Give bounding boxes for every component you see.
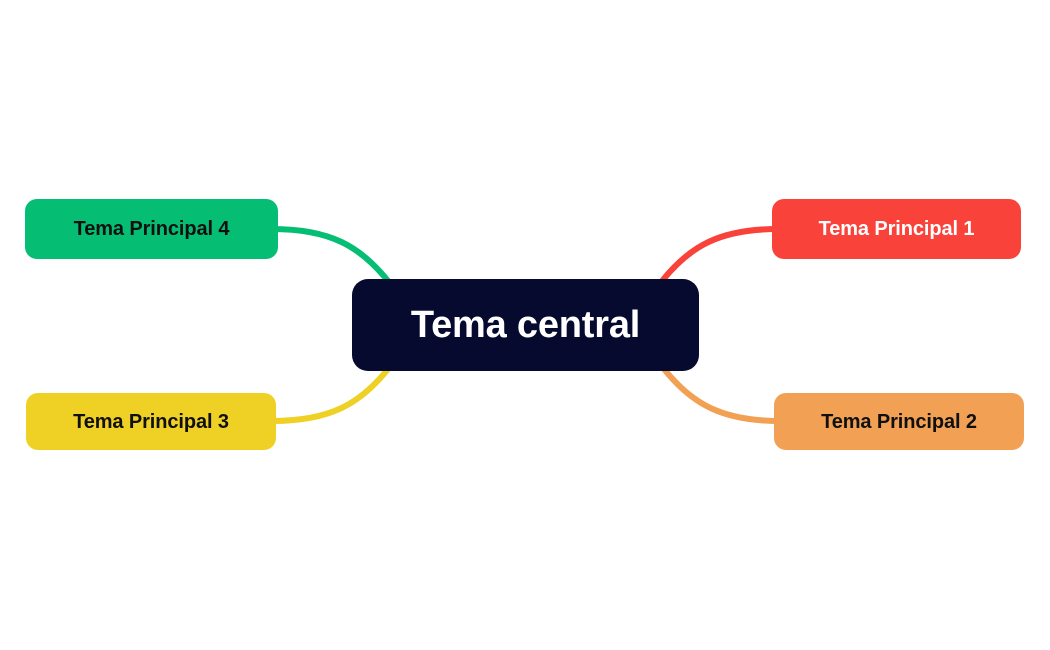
branch-node-topic-4-label: Tema Principal 4 (73, 218, 230, 240)
branch-node-topic-2-label: Tema Principal 2 (821, 410, 977, 433)
branch-node-topic-3-label: Tema Principal 3 (73, 410, 229, 433)
connector-topic-4 (269, 226, 391, 284)
connector-topic-1 (659, 226, 781, 284)
connector-topic-3 (269, 366, 391, 424)
branch-node-topic-3[interactable]: Tema Principal 3 (26, 393, 276, 450)
central-node[interactable]: Tema central (352, 279, 699, 371)
central-node-label: Tema central (410, 304, 641, 346)
connector-topic-2 (661, 366, 783, 424)
branch-node-topic-1-label: Tema Principal 1 (818, 218, 975, 240)
branch-node-topic-1[interactable]: Tema Principal 1 (772, 199, 1021, 259)
branch-node-topic-4[interactable]: Tema Principal 4 (25, 199, 278, 259)
branch-node-topic-2[interactable]: Tema Principal 2 (774, 393, 1024, 450)
